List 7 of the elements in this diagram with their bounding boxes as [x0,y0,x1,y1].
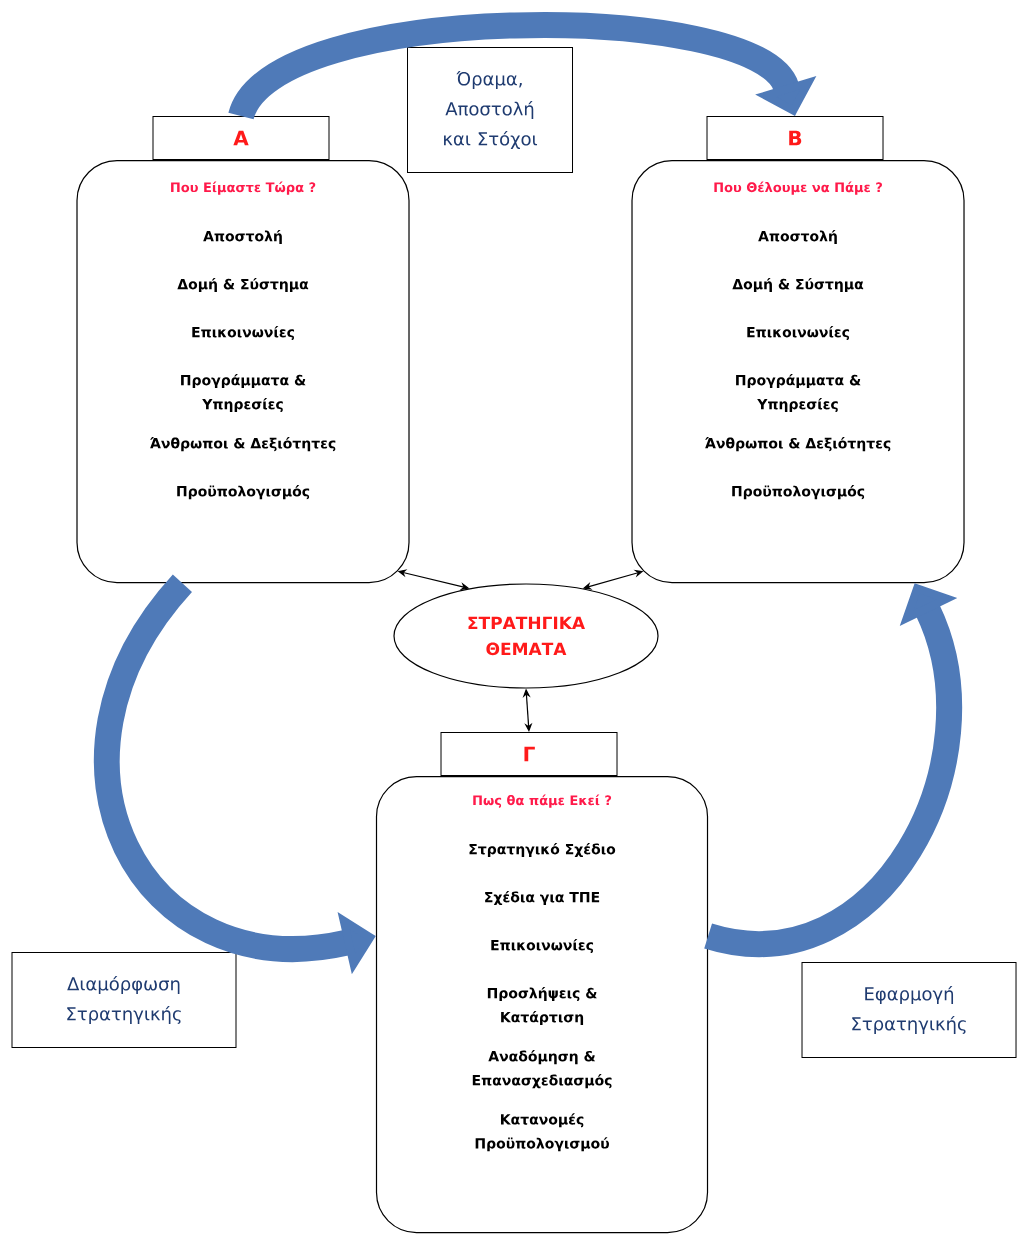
rounded-box: Πως θα πάμε Εκεί ? Στρατηγικό Σχέδιο Σχέδια για ΤΠΕ Επικοινωνίες Προσλήψεις & Κατάρτιση Αναδόμηση & Επανασχεδιασμός Κατανομές Προϋπολογισμού [375,776,709,1234]
letter-tag-box: Α [152,116,330,160]
letter-tag-box: Γ [440,732,618,776]
letter-tag-box: Β [706,116,884,160]
caption-box: Όραμα, Αποστολή και Στόχοι [407,47,573,173]
caption-box: Εφαρμογή Στρατηγικής [801,962,1017,1058]
caption-box: Διαμόρφωση Στρατηγικής [11,952,237,1048]
